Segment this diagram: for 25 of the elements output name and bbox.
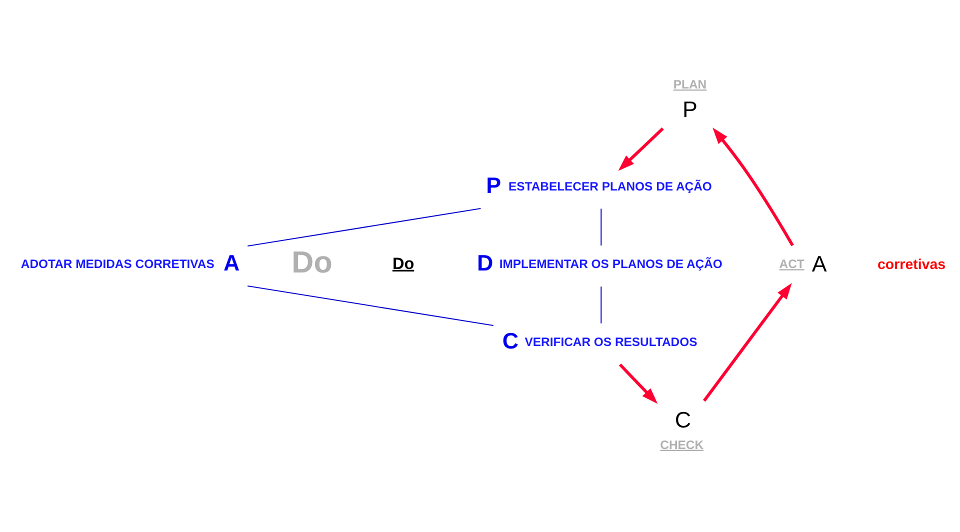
label: Do [292, 246, 332, 280]
node-text: A [812, 252, 827, 277]
node-label: CHECK [660, 438, 704, 452]
connector [600, 286, 602, 324]
connector [247, 285, 494, 326]
node-text: C [674, 407, 692, 432]
connector [600, 208, 602, 246]
arrow [618, 364, 658, 404]
node-label: IMPLEMENTAR OS PLANOS DE AÇÃO [499, 257, 722, 272]
node-label: PLAN [673, 77, 707, 92]
node-text: D [476, 250, 494, 276]
node-text: A [223, 250, 240, 276]
arrow [618, 127, 664, 171]
node-label: ADOTAR MEDIDAS CORRETIVAS [20, 257, 214, 272]
arrow [702, 282, 792, 402]
label: corretivas [877, 256, 946, 273]
node-label: VERIFICAR OS RESULTADOS [524, 335, 698, 350]
node-text: C [502, 328, 519, 354]
node-label: ESTABELECER PLANOS DE AÇÃO [508, 179, 712, 194]
node-text: P [486, 172, 502, 198]
node-label: ACT [779, 257, 804, 272]
node-text: P [682, 96, 698, 122]
label: Do [392, 254, 414, 273]
connector [248, 208, 481, 247]
arrow [712, 128, 794, 246]
